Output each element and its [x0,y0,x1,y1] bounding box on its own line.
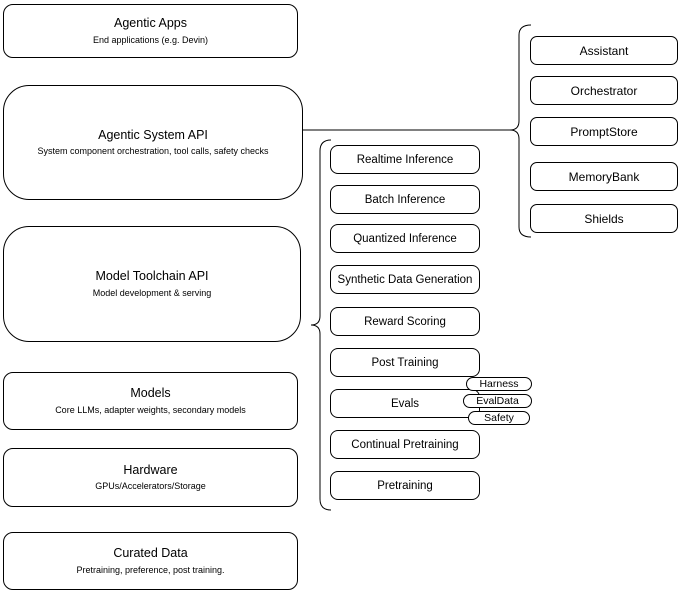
node-agentic-system-api: Agentic System API System component orch… [3,85,303,200]
node-agentic-apps: Agentic Apps End applications (e.g. Devi… [3,4,298,58]
node-continual-pretraining: Continual Pretraining [330,430,480,459]
node-evals: Evals [330,389,480,418]
node-model-toolchain-api: Model Toolchain API Model development & … [3,226,301,342]
node-eval-evaldata: EvalData [463,394,532,408]
node-curated-data: Curated Data Pretraining, preference, po… [3,532,298,590]
node-synthetic-data-generation: Synthetic Data Generation [330,265,480,294]
node-models: Models Core LLMs, adapter weights, secon… [3,372,298,430]
node-realtime-inference: Realtime Inference [330,145,480,174]
node-shields: Shields [530,204,678,233]
layer-title: Agentic Apps [114,16,187,31]
node-pretraining: Pretraining [330,471,480,500]
node-post-training: Post Training [330,348,480,377]
node-quantized-inference: Quantized Inference [330,224,480,253]
layer-subtitle: System component orchestration, tool cal… [37,146,269,157]
node-assistant: Assistant [530,36,678,65]
node-reward-scoring: Reward Scoring [330,307,480,336]
layer-subtitle: GPUs/Accelerators/Storage [95,481,206,492]
node-batch-inference: Batch Inference [330,185,480,214]
layer-subtitle: Pretraining, preference, post training. [76,564,225,575]
layer-subtitle: Core LLMs, adapter weights, secondary mo… [55,404,246,415]
node-eval-harness: Harness [466,377,532,391]
layer-subtitle: End applications (e.g. Devin) [92,34,209,45]
node-orchestrator: Orchestrator [530,76,678,105]
node-eval-safety: Safety [468,411,530,425]
node-promptstore: PromptStore [530,117,678,146]
node-memorybank: MemoryBank [530,162,678,191]
layer-title: Agentic System API [98,127,208,142]
layer-title: Hardware [123,462,178,477]
toolchain-brace [310,139,332,511]
components-brace [509,24,532,238]
layer-title: Models [130,386,171,401]
layer-title: Model Toolchain API [95,269,209,284]
layer-title: Curated Data [113,546,188,561]
layer-subtitle: Model development & serving [92,287,212,298]
node-hardware: Hardware GPUs/Accelerators/Storage [3,448,298,507]
